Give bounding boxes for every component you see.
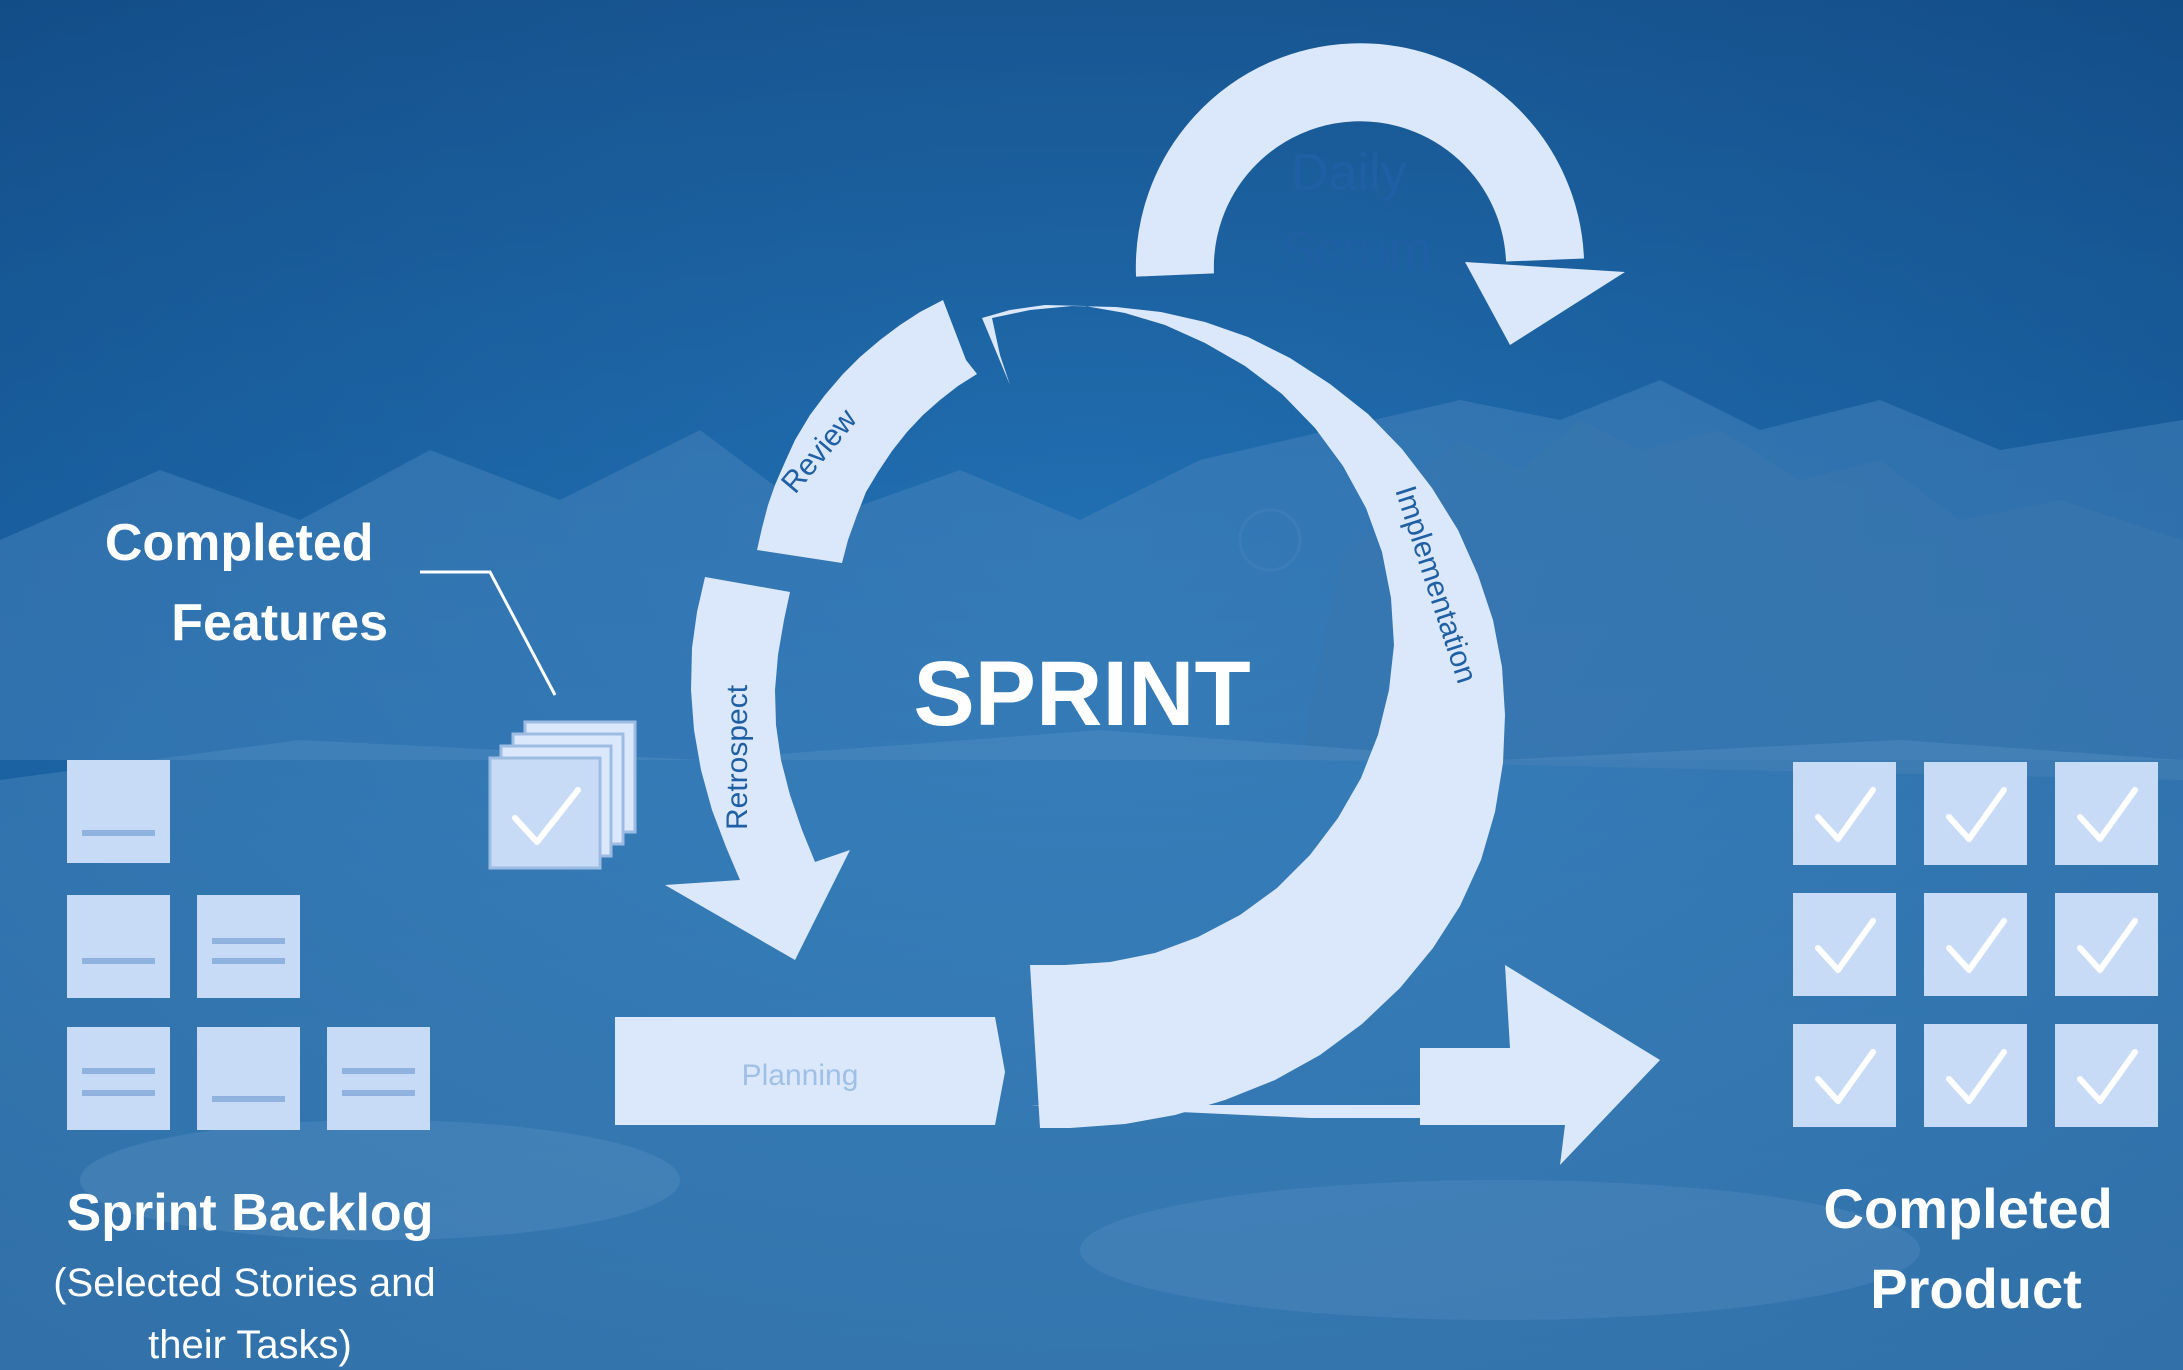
backlog-card-icon [197,895,300,998]
product-tile-box [1924,893,2027,996]
product-tile-box [1924,1024,2027,1127]
backlog-card-icon [67,1027,170,1130]
product-tile-box [2055,762,2158,865]
check-icon [1815,1049,1876,1104]
daily-scrum-line-1: Daily [1291,144,1407,202]
check-icon [2077,1049,2138,1104]
retrospect-label: Retrospect [721,684,754,830]
retrospect-segment [665,577,850,960]
completed-features-group: Completed Features [105,514,637,870]
daily-scrum-label: Daily Scrum [1281,144,1431,280]
sprint-backlog-subtitle: (Selected Stories and their Tasks) [53,1261,447,1367]
product-tile-box [2055,1024,2158,1127]
product-tile [2055,1024,2158,1127]
product-tile-box [1793,1024,1896,1127]
completed-features-line-1: Completed [105,514,374,572]
check-icon [1946,787,2007,842]
product-tile [1793,893,1896,996]
product-tile-box [2055,893,2158,996]
completed-product-group: Completed Product [1793,762,2158,1320]
backlog-card-icon [67,895,170,998]
planning-label: Planning [742,1059,859,1092]
completed-product-line-1: Completed [1824,1177,2113,1240]
check-icon [1815,787,1876,842]
check-icon [1815,918,1876,973]
check-icon [1946,918,2007,973]
sprint-backlog-subtitle-line-2: their Tasks) [148,1323,352,1367]
backlog-cards [67,760,430,1130]
check-icon [512,787,581,845]
completed-product-label: Completed Product [1824,1177,2129,1320]
product-tile [2055,893,2158,996]
sprint-backlog-group: Sprint Backlog (Selected Stories and the… [53,760,447,1367]
planning-bar [615,1017,1005,1125]
exit-arrow [1030,965,1660,1165]
backlog-card-icon [327,1027,430,1130]
backlog-card-icon [67,760,170,863]
backlog-card-icon [197,1027,300,1130]
product-tile [1924,762,2027,865]
product-tile-box [1924,762,2027,865]
implementation-segment [982,305,1505,1128]
product-tile [1793,762,1896,865]
completed-features-line-2: Features [171,594,388,652]
completed-product-line-2: Product [1870,1257,2082,1320]
sprint-cycle: Review Retrospect Implementation Plannin… [615,300,1660,1165]
daily-scrum-loop: Daily Scrum [1135,43,1625,345]
daily-scrum-arc [1135,43,1584,277]
sprint-backlog-subtitle-line-1: (Selected Stories and [53,1261,435,1305]
product-tile-box [1793,762,1896,865]
product-tile [2055,762,2158,865]
feature-stack-icon [488,720,637,870]
check-icon [2077,787,2138,842]
product-tile-box [1793,893,1896,996]
check-icon [2077,918,2138,973]
callout-line [420,570,557,696]
sprint-backlog-title: Sprint Backlog [67,1184,434,1242]
product-tile [1793,1024,1896,1127]
completed-features-label: Completed Features [105,514,388,652]
sprint-title: SPRINT [913,643,1250,745]
product-tile [1924,1024,2027,1127]
daily-scrum-arrowhead [1465,262,1625,345]
daily-scrum-line-2: Scrum [1281,222,1431,280]
review-segment [757,300,977,563]
product-grid [1793,762,2158,1127]
product-tile [1924,893,2027,996]
check-icon [1946,1049,2007,1104]
